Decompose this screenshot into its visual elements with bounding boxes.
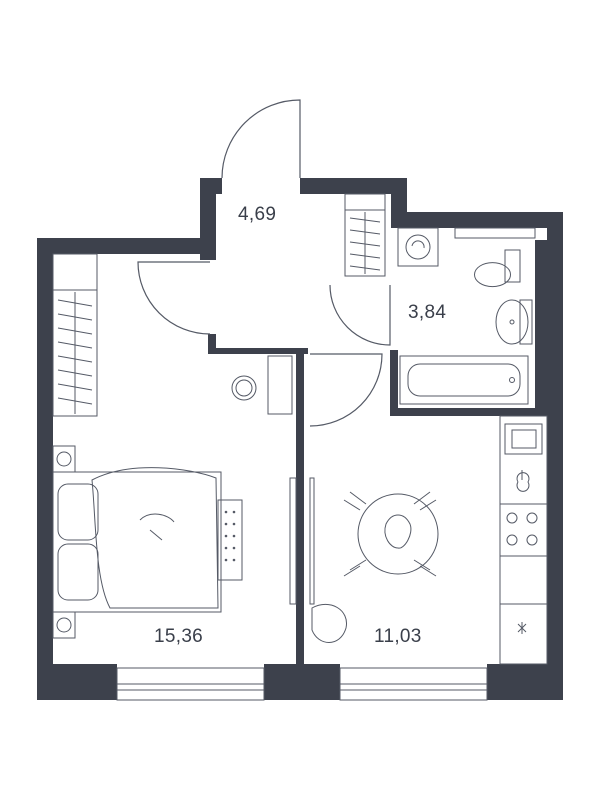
kitchen-furniture	[309, 415, 548, 665]
kitchen-area-label: 11,03	[374, 626, 422, 647]
bathroom-area-label: 3,84	[408, 302, 447, 323]
bedroom-door	[137, 261, 211, 335]
bedroom-area-label: 15,36	[154, 626, 204, 647]
bathroom-fixtures	[397, 227, 536, 405]
walls	[37, 178, 563, 700]
hall-area-label: 4,69	[238, 204, 277, 225]
entrance-door	[221, 99, 301, 179]
bedroom-wardrobe	[52, 253, 98, 417]
bed	[52, 471, 222, 613]
bedroom-furniture	[52, 355, 297, 639]
bathtub	[399, 355, 529, 405]
dining-table	[357, 493, 439, 575]
hall-wardrobe	[344, 193, 386, 277]
bathroom-door	[329, 284, 391, 346]
windows	[116, 667, 488, 701]
doors	[137, 99, 391, 427]
kitchen-door	[309, 353, 383, 427]
toilet	[474, 249, 521, 288]
